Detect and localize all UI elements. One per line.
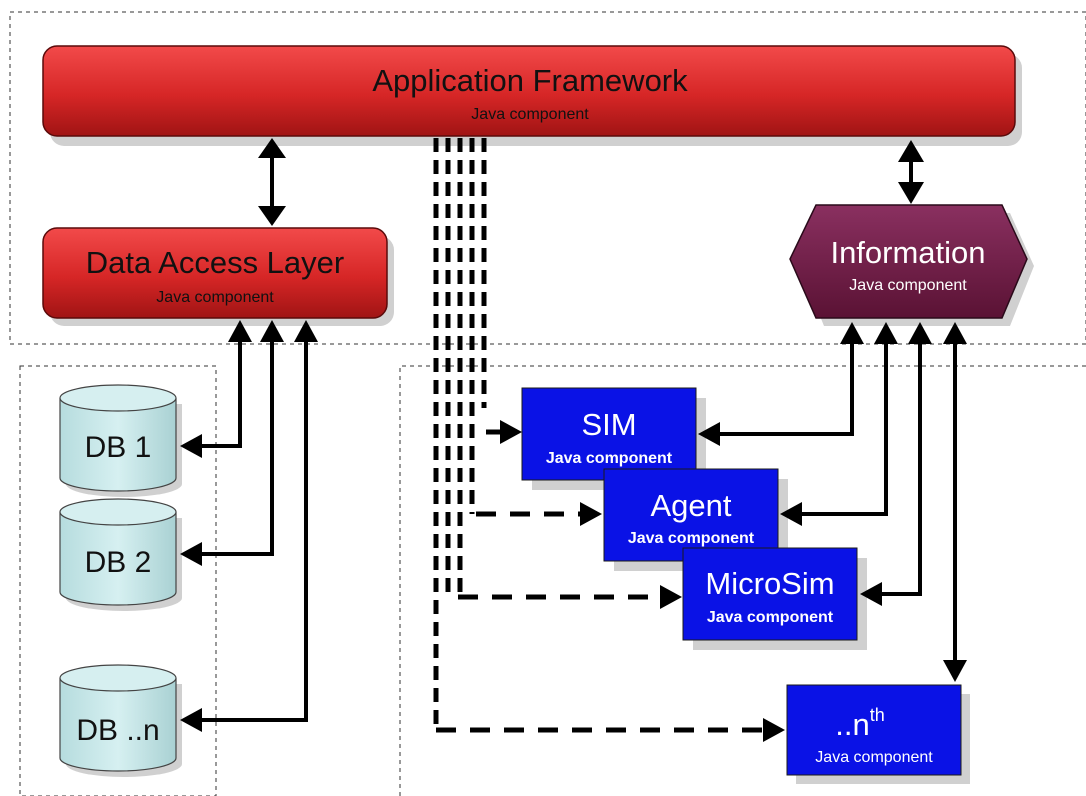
- information-box[interactable]: Information Java component: [789, 204, 1034, 326]
- nth-title: ..nth: [835, 705, 884, 742]
- information-title: Information: [830, 235, 985, 270]
- database-db2-label: DB 2: [85, 546, 152, 579]
- info-sim-connector: [698, 322, 864, 446]
- microsim-title: MicroSim: [705, 566, 834, 601]
- application-framework-box[interactable]: Application Framework Java component: [42, 45, 1022, 146]
- dashed-arrow-to-sim: [486, 420, 522, 444]
- data-access-layer-title: Data Access Layer: [86, 245, 344, 280]
- microsim-box[interactable]: MicroSim Java component: [682, 547, 867, 650]
- sim-title: SIM: [581, 407, 636, 442]
- dashed-arrow-to-nth: [436, 718, 785, 742]
- database-db1[interactable]: DB 1: [59, 384, 182, 497]
- dashed-arrow-to-microsim: [458, 585, 682, 609]
- sim-subtitle: Java component: [546, 450, 673, 467]
- microsim-subtitle: Java component: [707, 609, 834, 626]
- nth-component-box[interactable]: ..nth Java component: [786, 684, 970, 784]
- data-access-layer-subtitle: Java component: [156, 289, 274, 306]
- dal-db2-connector: [180, 320, 284, 566]
- database-region-frame: [19, 365, 217, 796]
- info-agent-connector: [780, 322, 898, 526]
- framework-region-frame: [9, 11, 1086, 345]
- info-nth-connector: [943, 322, 967, 682]
- dal-dbn-connector: [180, 320, 318, 732]
- database-dbn-label: DB ..n: [76, 714, 159, 747]
- framework-dal-arrow: [258, 138, 286, 226]
- information-subtitle: Java component: [849, 277, 967, 294]
- database-dbn[interactable]: DB ..n: [59, 664, 182, 777]
- dashed-arrow-to-agent: [476, 502, 602, 526]
- agent-title: Agent: [650, 488, 731, 523]
- application-framework-title: Application Framework: [372, 63, 688, 98]
- application-framework-subtitle: Java component: [471, 106, 589, 123]
- dal-db1-connector: [180, 320, 252, 458]
- nth-subtitle: Java component: [815, 749, 933, 766]
- database-db2[interactable]: DB 2: [59, 498, 182, 611]
- agent-subtitle: Java component: [628, 530, 755, 547]
- info-microsim-connector: [860, 322, 932, 606]
- database-db1-label: DB 1: [85, 431, 152, 464]
- framework-information-arrow: [898, 140, 924, 204]
- framework-dashed-links: [433, 138, 487, 730]
- data-access-layer-box[interactable]: Data Access Layer Java component: [42, 227, 394, 326]
